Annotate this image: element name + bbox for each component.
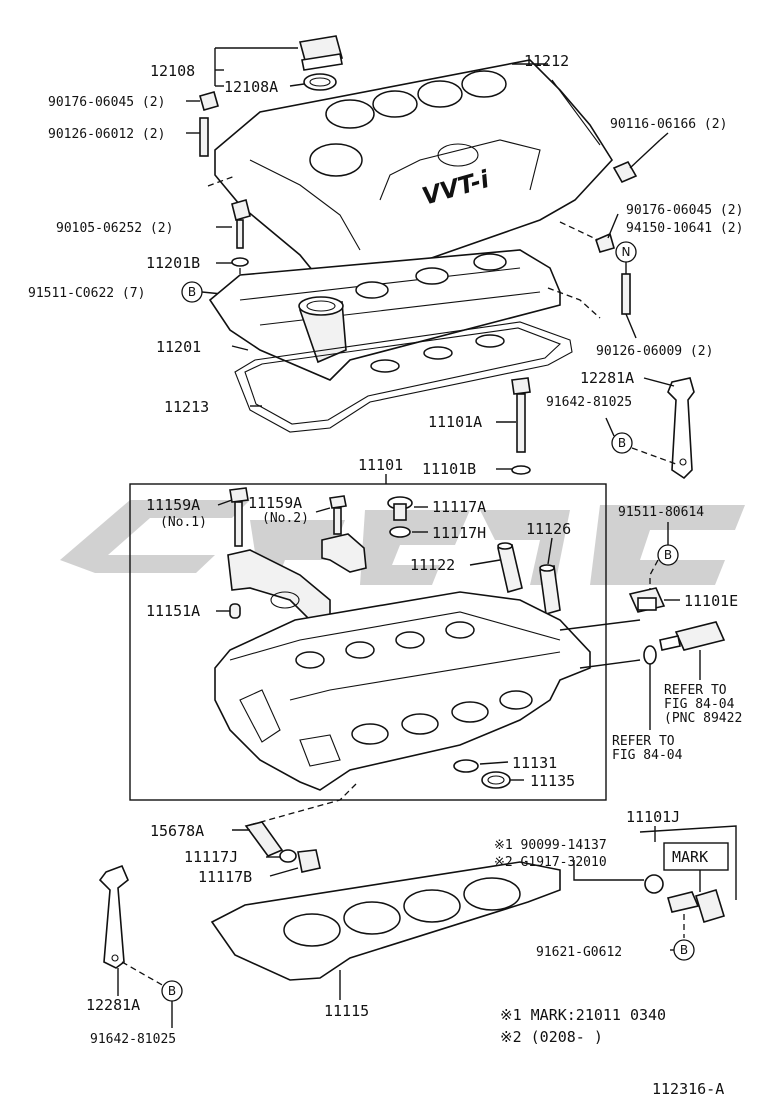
label-91642-81025-lower: 91642-81025 (90, 1032, 176, 1047)
label-11122: 11122 (410, 556, 455, 574)
label-11135: 11135 (530, 772, 575, 790)
label-90176-06045-b: 90176-06045 (2) (626, 203, 743, 218)
watermark-logo (60, 500, 745, 585)
label-11115: 11115 (324, 1002, 369, 1020)
label-11101j: 11101J (626, 808, 680, 826)
union-fitting (244, 821, 284, 857)
sensor-gasket (643, 645, 657, 665)
label-11101: 11101 (358, 456, 403, 474)
label-90126-06009: 90126-06009 (2) (596, 344, 713, 359)
spark-plug-tube (539, 564, 561, 616)
label-90116-06166: 90116-06166 (2) (610, 117, 727, 132)
label-refer-2a: REFER TO (612, 734, 675, 749)
stud-bolt (199, 117, 209, 157)
oil-filler-cap (298, 35, 344, 91)
cover-bolt-left (231, 199, 251, 267)
note-mark: ※1 MARK:21011 0340 (500, 1006, 666, 1024)
head-bolt (511, 377, 531, 475)
label-11212: 11212 (524, 52, 569, 70)
label-11126: 11126 (526, 520, 571, 538)
label-90126-06012: 90126-06012 (2) (48, 127, 165, 142)
label-12281a-upper: 12281A (580, 369, 634, 387)
label-12108: 12108 (150, 62, 195, 80)
label-refer-1a: REFER TO (664, 683, 727, 698)
circle-n-marker: N (622, 245, 631, 259)
label-91511-80614: 91511-80614 (618, 505, 704, 520)
label-11159a-2: 11159A (248, 494, 302, 512)
circle-b-marker-hook: B (618, 436, 626, 450)
label-11101e: 11101E (684, 592, 738, 610)
oil-seal (481, 771, 511, 789)
temperature-sensor (659, 621, 726, 651)
o-ring-sensor (644, 874, 664, 894)
label-refer-1c: (PNC 89422 (664, 711, 742, 726)
circle-b-marker-sensor: B (664, 548, 672, 562)
cover-stud-right (621, 273, 631, 315)
label-11159a-1: 11159A (146, 496, 200, 514)
label-11117j: 11117J (184, 848, 238, 866)
valve-guide (497, 542, 523, 594)
label-11117h: 11117H (432, 524, 486, 542)
label-11101a: 11101A (428, 413, 482, 431)
label-refer-1b: FIG 84-04 (664, 697, 735, 712)
cylinder-head-gasket (210, 861, 561, 981)
label-91621-g0612: 91621-G0612 (536, 945, 622, 960)
cylinder-head-subassembly-frame (129, 483, 607, 801)
mark-box (663, 842, 729, 871)
bearing-cap-bolt-2 (329, 495, 347, 535)
label-12281a-lower: 12281A (86, 996, 140, 1014)
label-no2: (No.2) (262, 511, 309, 526)
plug (387, 496, 413, 521)
engine-hanger-upper (667, 377, 695, 480)
label-11213: 11213 (164, 398, 209, 416)
cylinder-head-cover (208, 249, 561, 381)
cylinder-head (214, 591, 591, 791)
label-g1917-32010: ※2 G1917-32010 (494, 855, 607, 870)
o-ring-small (453, 759, 479, 773)
knock-pin (229, 603, 241, 619)
label-mark: MARK (672, 848, 708, 866)
label-90099-14137: ※1 90099-14137 (494, 838, 607, 853)
label-15678a: 15678A (150, 822, 204, 840)
cover-bolt-right (612, 132, 669, 184)
note-date: ※2 (0208- ) (500, 1028, 603, 1046)
label-91642-81025-upper: 91642-81025 (546, 395, 632, 410)
label-no1: (No.1) (160, 515, 207, 530)
circle-b-marker-cam: B (680, 943, 688, 957)
label-11131: 11131 (512, 754, 557, 772)
circle-b-marker: B (188, 285, 196, 299)
cover-grommet-right (595, 213, 619, 253)
label-11117b: 11117B (198, 868, 252, 886)
label-11201: 11201 (156, 338, 201, 356)
label-11151a: 11151A (146, 602, 200, 620)
camshaft-position-sensor (667, 889, 726, 923)
plug-gasket (389, 526, 411, 538)
label-94150-10641: 94150-10641 (2) (626, 221, 743, 236)
drain-plug (297, 849, 321, 873)
circle-b-marker-lower: B (168, 984, 176, 998)
oil-control-valve-sensor (628, 587, 666, 613)
engine-hanger-lower (98, 864, 129, 969)
union-gasket (279, 849, 297, 863)
label-90105-06252: 90105-06252 (2) (56, 221, 173, 236)
head-cover-gasket (234, 321, 573, 433)
label-91511-c0622: 91511-C0622 (7) (28, 286, 145, 301)
label-11201b: 11201B (146, 254, 200, 272)
camshaft-bearing-cap-2 (321, 533, 367, 573)
label-11117a: 11117A (432, 498, 486, 516)
engine-cover: VVT-i (214, 59, 614, 293)
figure-id: 112316-A (652, 1080, 724, 1098)
label-90176-06045-a: 90176-06045 (2) (48, 95, 165, 110)
label-refer-2b: FIG 84-04 (612, 748, 683, 763)
label-11101b: 11101B (422, 460, 476, 478)
label-12108a: 12108A (224, 78, 278, 96)
bearing-cap-bolt-1 (229, 487, 249, 547)
grommet-nut (199, 91, 219, 111)
